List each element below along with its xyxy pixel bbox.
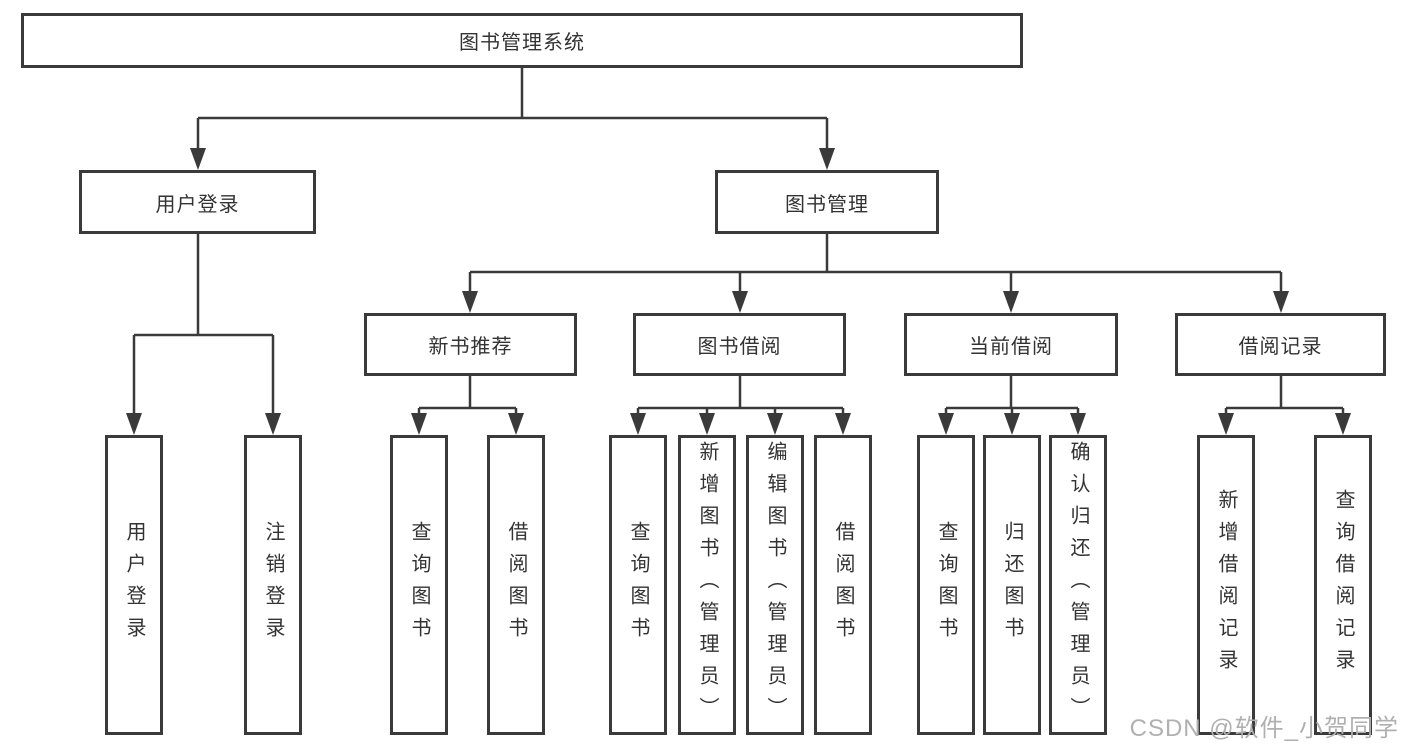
arrow-icon (462, 291, 478, 313)
node-new-book-recommendation: 新书推荐 (364, 313, 577, 376)
arrow-icon (767, 413, 783, 435)
arrow-icon (508, 413, 524, 435)
leaf-confirm-return-admin: 确认归还（管理员） (1049, 435, 1107, 735)
node-borrowing-records: 借阅记录 (1175, 313, 1386, 376)
node-root-system: 图书管理系统 (21, 13, 1023, 68)
connector-borrowrecords-to-leaves (1224, 376, 1345, 414)
leaf-query-books-3: 查询图书 (917, 435, 975, 735)
arrow-icon (1335, 413, 1351, 435)
leaf-query-books-1: 查询图书 (390, 435, 448, 735)
connector-currentborrow-to-leaves (944, 376, 1080, 414)
arrow-icon (190, 148, 206, 170)
node-book-borrowing: 图书借阅 (633, 313, 846, 376)
arrow-icon (819, 148, 835, 170)
arrow-icon (1218, 413, 1234, 435)
leaf-user-login: 用户登录 (105, 435, 163, 735)
arrow-icon (732, 291, 748, 313)
connector-bookmgmt-to-level3 (468, 234, 1283, 293)
leaf-query-books-2: 查询图书 (609, 435, 667, 735)
arrow-icon (1003, 291, 1019, 313)
arrow-icon (1004, 413, 1020, 435)
leaf-add-borrow-record: 新增借阅记录 (1197, 435, 1255, 735)
node-user-login: 用户登录 (79, 170, 316, 234)
connector-newbookrec-to-leaves (417, 376, 518, 414)
connector-userlogin-to-leaves (132, 234, 275, 414)
leaf-borrow-books-1: 借阅图书 (487, 435, 545, 735)
leaf-borrow-books-2: 借阅图书 (814, 435, 872, 735)
connector-bookborrow-to-leaves (636, 376, 845, 414)
leaf-logout: 注销登录 (244, 435, 302, 735)
arrow-icon (411, 413, 427, 435)
leaf-edit-books-admin: 编辑图书（管理员） (746, 435, 804, 735)
arrow-icon (1273, 291, 1289, 313)
arrow-icon (265, 413, 281, 435)
arrow-icon (1070, 413, 1086, 435)
node-current-borrowing: 当前借阅 (904, 313, 1118, 376)
arrow-icon (126, 413, 142, 435)
leaf-add-books-admin: 新增图书（管理员） (678, 435, 736, 735)
leaf-return-books: 归还图书 (983, 435, 1041, 735)
watermark: CSDN @软件_小贺同学 (1129, 715, 1399, 742)
connector-root-to-level2 (196, 68, 829, 150)
leaf-query-borrow-record: 查询借阅记录 (1314, 435, 1372, 735)
arrow-icon (630, 413, 646, 435)
arrow-icon (835, 413, 851, 435)
arrowheads (126, 148, 1351, 435)
arrow-icon (938, 413, 954, 435)
arrow-icon (699, 413, 715, 435)
node-book-management: 图书管理 (715, 170, 939, 234)
